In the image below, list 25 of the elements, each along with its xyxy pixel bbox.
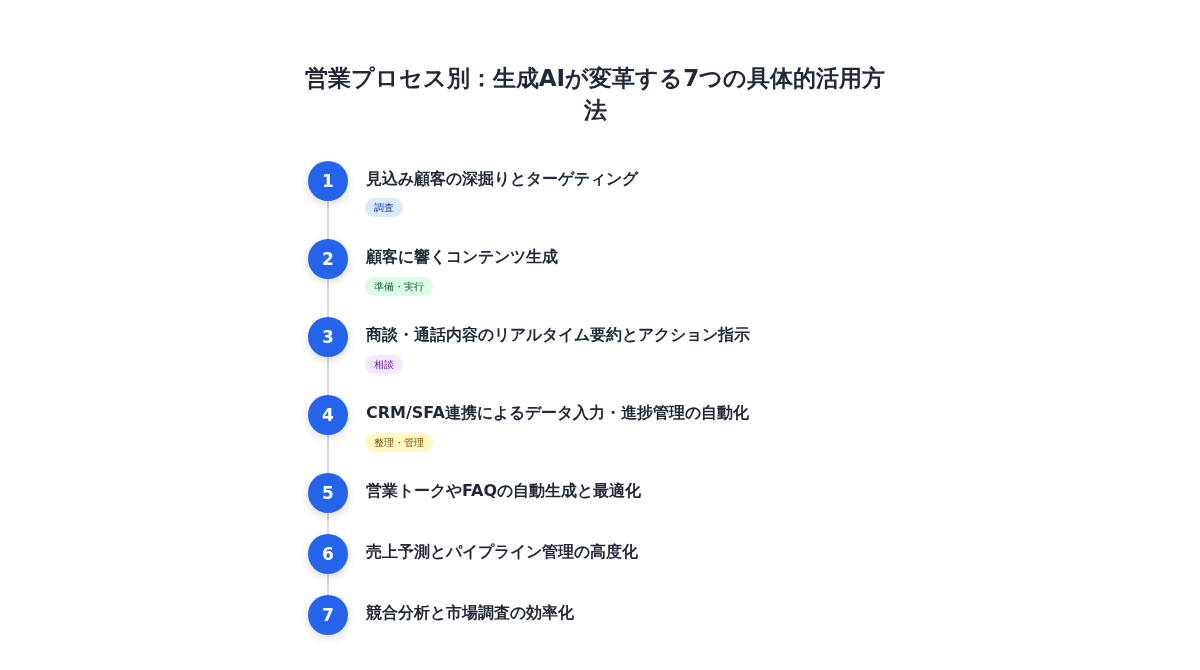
connector-line — [327, 434, 329, 474]
step-title: 商談・通話内容のリアルタイム要約とアクション指示 — [366, 325, 750, 345]
category-tag: 調査 — [365, 198, 403, 217]
category-tag: 整理・管理 — [365, 433, 433, 452]
connector-line — [327, 356, 329, 396]
connector-line — [327, 200, 329, 240]
step-title: 営業トークやFAQの自動生成と最適化 — [366, 481, 642, 501]
step-number: 5 — [321, 482, 335, 505]
connector-line — [327, 512, 329, 535]
step-number: 4 — [321, 404, 335, 427]
step-number: 1 — [321, 170, 335, 193]
category-tag: 相談 — [365, 355, 403, 374]
diagram-title: 営業プロセス別：生成AIが変革する7つの具体的活用方法 — [303, 64, 887, 125]
step-number: 2 — [321, 248, 335, 271]
step-number: 6 — [321, 543, 335, 566]
step-number: 7 — [321, 604, 335, 627]
step-title: 見込み顧客の深掘りとターゲティング — [366, 169, 638, 189]
connector-line — [327, 278, 329, 318]
connector-line — [327, 573, 329, 596]
step-title: CRM/SFA連携によるデータ入力・進捗管理の自動化 — [366, 403, 749, 423]
category-tag: 準備・実行 — [365, 277, 433, 296]
step-number: 3 — [321, 326, 335, 349]
step-title: 競合分析と市場調査の効率化 — [366, 603, 574, 623]
step-title: 顧客に響くコンテンツ生成 — [366, 247, 558, 267]
step-title: 売上予測とパイプライン管理の高度化 — [366, 542, 638, 562]
